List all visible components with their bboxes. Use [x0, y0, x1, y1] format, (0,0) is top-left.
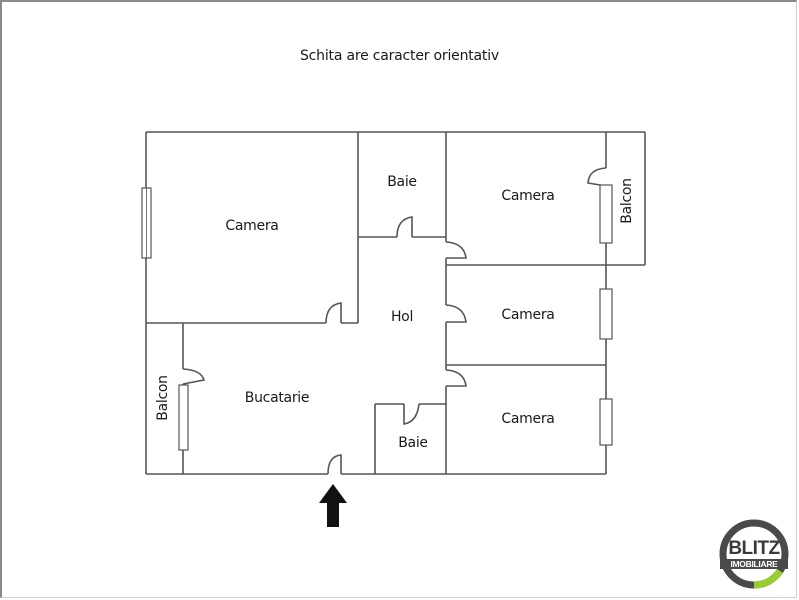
door-baie-bottom: [403, 403, 420, 425]
door-camera-large: [325, 302, 342, 324]
door-entrance: [327, 454, 342, 475]
room-label-camera-middle: Camera: [501, 307, 555, 323]
door-balcon-left: [182, 368, 206, 385]
door-baie-top: [396, 216, 413, 238]
window-camera-middle: [599, 288, 613, 340]
blitz-logo: BLITZ IMOBILIARE: [718, 518, 790, 590]
window-bucatarie: [178, 384, 189, 451]
door-balcon-right: [587, 167, 607, 187]
door-camera-top-right: [445, 241, 467, 259]
room-label-baie-top: Baie: [387, 174, 417, 190]
room-label-camera-large: Camera: [225, 218, 279, 234]
window-camera-top-right: [599, 184, 613, 244]
room-label-bucatarie: Bucatarie: [244, 390, 310, 406]
logo-text-imobiliare: IMOBILIARE: [720, 559, 788, 569]
room-label-hol: Hol: [390, 309, 414, 325]
room-label-baie-bottom: Baie: [398, 435, 428, 451]
room-label-balcon-right: Balcon: [619, 178, 635, 224]
room-label-camera-top-right: Camera: [501, 188, 555, 204]
room-label-balcon-left: Balcon: [155, 375, 171, 421]
window-camera-bottom: [599, 398, 613, 446]
room-label-camera-bottom: Camera: [501, 411, 555, 427]
disclaimer-title: Schita are caracter orientativ: [299, 48, 499, 64]
entrance-arrow-icon: [319, 484, 347, 527]
logo-ring-icon: [719, 519, 789, 589]
logo-text-blitz: BLITZ: [728, 538, 780, 559]
door-camera-middle: [445, 304, 467, 323]
door-camera-bottom: [445, 369, 467, 387]
